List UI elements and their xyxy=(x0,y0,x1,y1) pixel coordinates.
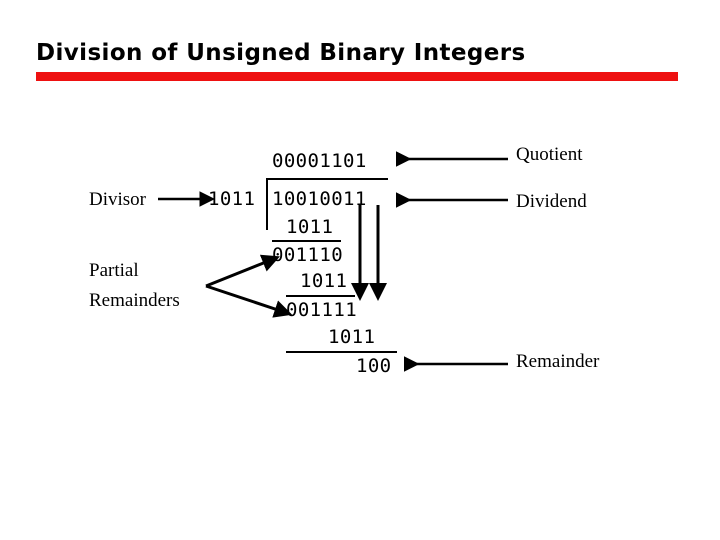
step-subtract-1-digits: 1011 xyxy=(286,216,334,238)
divisor-digits: 1011 xyxy=(208,188,256,210)
dividend-digits: 10010011 xyxy=(272,188,367,210)
division-bracket-top-rule xyxy=(266,178,388,180)
final-remainder-digits: 100 xyxy=(356,355,392,377)
dividend-label: Dividend xyxy=(516,191,587,212)
step-subtract-3-digits: 1011 xyxy=(328,326,376,348)
step-rule-2 xyxy=(286,295,355,297)
quotient-digits: 00001101 xyxy=(272,150,367,172)
step-rule-1 xyxy=(272,240,341,242)
title-underline-rule xyxy=(36,72,678,81)
division-bracket-vertical-rule xyxy=(266,178,268,230)
partial-remainder-arrow-lower xyxy=(205,284,293,318)
quotient-label: Quotient xyxy=(516,144,583,165)
partial-remainders-label-line2: Remainders xyxy=(89,290,180,311)
step-rule-3 xyxy=(286,351,397,353)
divisor-label: Divisor xyxy=(89,189,146,210)
partial-remainder-1-digits: 001110 xyxy=(272,244,344,266)
partial-remainder-2-digits: 001111 xyxy=(286,299,358,321)
partial-remainders-label-line1: Partial xyxy=(89,260,139,281)
page-title: Division of Unsigned Binary Integers xyxy=(36,40,526,66)
partial-remainder-arrow-upper xyxy=(205,254,280,288)
remainder-label: Remainder xyxy=(516,351,600,372)
step-subtract-2-digits: 1011 xyxy=(300,270,348,292)
